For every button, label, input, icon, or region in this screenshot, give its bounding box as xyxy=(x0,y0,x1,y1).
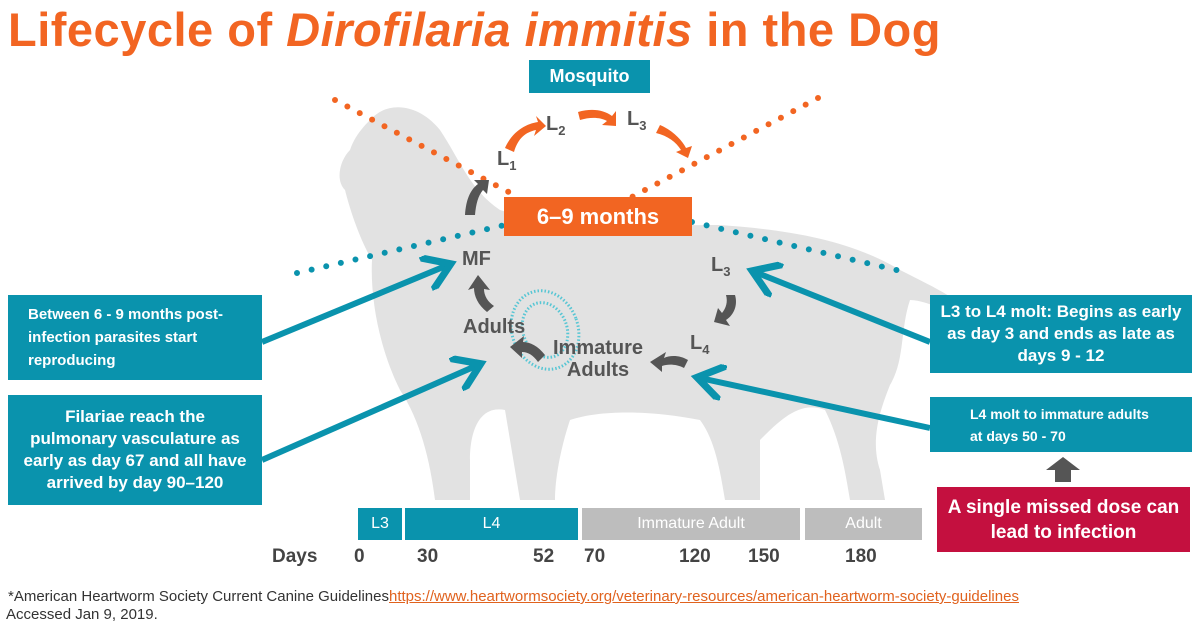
callout-arrows xyxy=(260,265,932,463)
dog-cycle-arrows xyxy=(465,180,736,372)
day-tick: 70 xyxy=(584,546,606,567)
callout-reproducing: Between 6 - 9 months post-infection para… xyxy=(8,295,262,380)
day-tick: 0 xyxy=(354,546,365,567)
callout-l3-l4-molt: L3 to L4 molt: Begins as early as day 3 … xyxy=(930,295,1192,373)
callout-pulmonary: Filariae reach the pulmonary vasculature… xyxy=(8,395,262,505)
dog-silhouette xyxy=(339,107,980,501)
days-label: Days xyxy=(272,546,318,567)
day-tick: 150 xyxy=(748,546,780,567)
guidelines-link[interactable]: https://www.heartwormsociety.org/veterin… xyxy=(389,588,1019,605)
timeline-l3: L3 xyxy=(358,508,402,540)
timeline-immature-adult: Immature Adult xyxy=(582,508,800,540)
missed-dose-warning: A single missed dose can lead to infecti… xyxy=(937,487,1190,552)
stage-l4: L4 xyxy=(690,332,710,357)
day-tick: 52 xyxy=(533,546,555,567)
page-title: Lifecycle of Dirofilaria immitis in the … xyxy=(8,3,941,56)
stage-l3-mosquito: L3 xyxy=(627,108,647,133)
footnote-accessed: Accessed Jan 9, 2019. xyxy=(6,606,158,623)
dog-boundary-dots xyxy=(294,219,908,276)
up-arrow-icon xyxy=(1046,457,1080,482)
mosquito-cycle-arrows xyxy=(505,109,692,158)
stage-l2: L2 xyxy=(546,113,566,138)
day-tick: 120 xyxy=(679,546,711,567)
duration-badge: 6–9 months xyxy=(504,197,692,236)
stage-mf: MF xyxy=(462,248,491,270)
stage-l3-dog: L3 xyxy=(711,254,731,279)
mosquito-label: Mosquito xyxy=(529,60,650,93)
stage-l1: L1 xyxy=(497,148,517,173)
callout-l4-molt: L4 molt to immature adults at days 50 - … xyxy=(930,397,1192,452)
timeline-adult: Adult xyxy=(805,508,922,540)
footnote-source: *American Heartworm Society Current Cani… xyxy=(8,588,1019,605)
timeline-l4: L4 xyxy=(405,508,578,540)
day-tick: 180 xyxy=(845,546,877,567)
day-tick: 30 xyxy=(417,546,439,567)
stage-adults: Adults xyxy=(463,316,526,338)
